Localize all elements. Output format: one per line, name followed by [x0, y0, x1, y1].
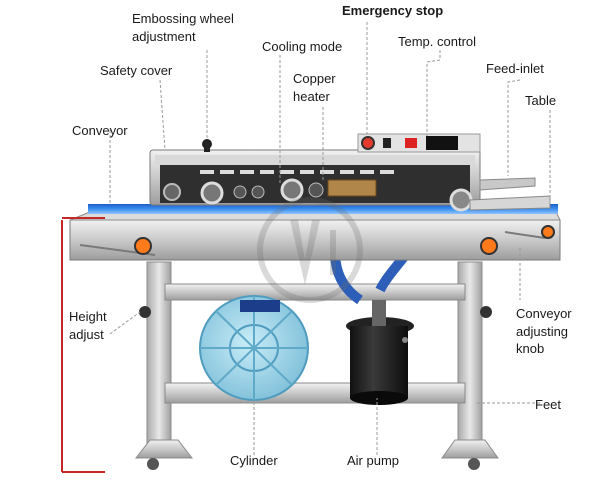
- label-conveyor: Conveyor: [72, 123, 128, 138]
- label-conveyor-knob-line3: knob: [516, 341, 545, 357]
- leader-lines: [109, 22, 551, 455]
- sealing-head: [149, 133, 551, 212]
- label-air-pump: Air pump: [347, 453, 400, 468]
- label-cylinder: Cylinder: [230, 453, 278, 468]
- label-cooling-mode: Cooling mode: [262, 39, 343, 54]
- label-embossing-wheel-line1: Embossing wheel: [132, 11, 234, 26]
- label-copper-heater-line1: Copper: [293, 71, 336, 86]
- label-embossing-wheel: Embossing wheel adjustment: [132, 10, 234, 45]
- label-conveyor-knob: Conveyor adjusting knob: [516, 305, 572, 358]
- label-feed-inlet: Feed-inlet: [486, 61, 544, 76]
- label-embossing-wheel-line2: adjustment: [132, 28, 196, 44]
- label-feet: Feet: [535, 397, 562, 412]
- label-emergency-stop: Emergency stop: [342, 3, 444, 18]
- height-marker: [61, 217, 105, 473]
- label-copper-heater: Copper heater: [293, 70, 336, 105]
- label-height-adjust: Height adjust: [69, 308, 107, 343]
- label-temp-control: Temp. control: [398, 34, 477, 49]
- label-conveyor-knob-line1: Conveyor: [516, 306, 572, 321]
- label-conveyor-knob-line2: adjusting: [516, 323, 569, 339]
- watermark-logo: [257, 197, 363, 303]
- label-safety-cover: Safety cover: [100, 63, 173, 78]
- label-copper-heater-line2: heater: [293, 88, 330, 104]
- machine-legs: [134, 261, 499, 470]
- blower-cylinder: [199, 295, 309, 401]
- conveyor-table: [69, 204, 561, 318]
- label-table: Table: [525, 93, 557, 108]
- label-height-adjust-line1: Height: [69, 309, 107, 324]
- label-height-adjust-line2: adjust: [69, 326, 104, 342]
